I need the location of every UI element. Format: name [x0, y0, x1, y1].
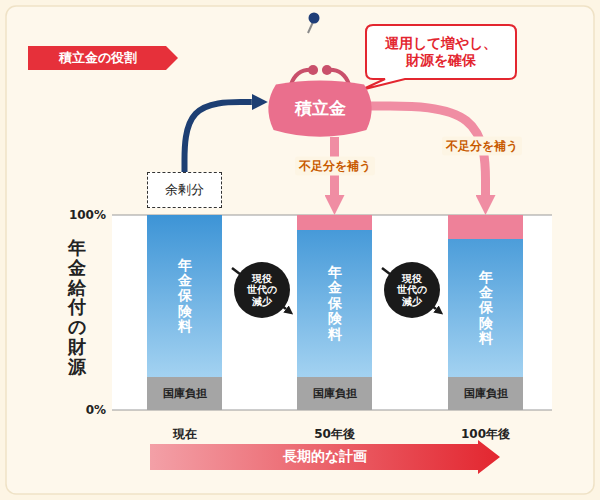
title-text: 積立金の役割 [28, 46, 168, 70]
purse-clasp [308, 65, 318, 75]
surplus-box: 余剰分 [147, 172, 222, 208]
connector-label: 不足分を補う [295, 157, 375, 176]
decrease-circle: 現役 世代の 減少 [384, 262, 440, 318]
treasury-segment-text: 国庫負担 [163, 387, 207, 401]
treasury-segment: 国庫負担 [297, 377, 372, 410]
treasury-segment: 国庫負担 [448, 377, 523, 410]
reserve-share-strip [297, 215, 372, 230]
pin-head [309, 13, 320, 24]
timeline-arrow-text: 長期的な計画 [283, 448, 367, 466]
connector-arrow [185, 102, 252, 172]
premium-segment-text: 年金保険料 [178, 258, 192, 335]
speech-bubble-shape [361, 25, 516, 90]
speech-bubble: 運用して増やし、 財源を確保 [365, 24, 517, 80]
treasury-segment-text: 国庫負担 [464, 387, 508, 401]
panel-frame [6, 6, 594, 494]
reserve-purse: 積立金 [262, 62, 378, 142]
purse-body [268, 80, 371, 136]
timeline-arrow-shape [150, 440, 500, 474]
treasury-segment-text: 国庫負担 [313, 387, 357, 401]
decrease-circle: 現役 世代の 減少 [234, 262, 290, 318]
surplus-box-text: 余剰分 [165, 182, 204, 198]
premium-segment-text: 年金保険料 [328, 265, 342, 342]
pin-needle [308, 22, 313, 33]
purse-clasp [322, 65, 332, 75]
title-banner [28, 46, 178, 70]
plot-area [112, 215, 552, 410]
period-label: 50年後 [314, 426, 355, 443]
treasury-segment: 国庫負担 [147, 377, 222, 410]
period-label: 100年後 [461, 426, 510, 443]
timeline-arrow: 長期的な計画 [150, 440, 500, 474]
connector-label: 不足分を補う [442, 136, 522, 155]
premium-segment: 年金保険料 [297, 215, 372, 377]
axis-tick: 100% [69, 208, 106, 222]
decrease-circle-text: 現役 世代の 減少 [247, 273, 278, 308]
premium-segment-text: 年金保険料 [479, 270, 493, 347]
axis-title: 年金給付の財源 [68, 238, 86, 377]
decrease-circle-text: 現役 世代の 減少 [397, 273, 428, 308]
reserve-purse-text: 積立金 [295, 98, 346, 119]
axis-tick: 0% [86, 403, 106, 417]
reserve-share-strip [448, 215, 523, 239]
premium-segment: 年金保険料 [448, 215, 523, 377]
premium-segment: 年金保険料 [147, 215, 222, 377]
period-label: 現在 [173, 426, 197, 443]
speech-bubble-text: 運用して増やし、 財源を確保 [384, 35, 499, 70]
